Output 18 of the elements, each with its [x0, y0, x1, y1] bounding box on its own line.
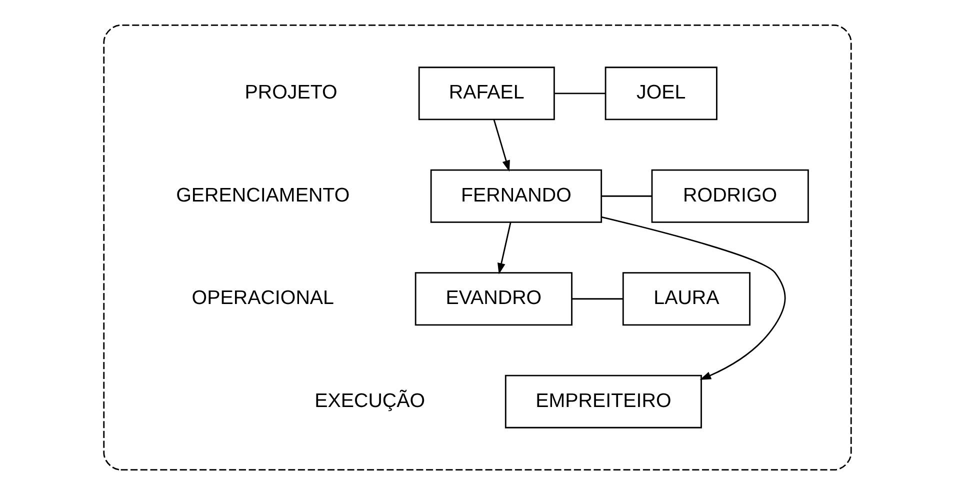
node-box: FERNANDO [430, 169, 602, 223]
arrow [601, 216, 786, 380]
node-box: LAURA [622, 272, 750, 326]
node-box: RAFAEL [418, 66, 555, 120]
arrow [498, 222, 512, 274]
connector [554, 92, 606, 94]
label: PROJETO [244, 82, 338, 104]
node-box: RODRIGO [651, 169, 809, 223]
connector [601, 195, 652, 197]
node-box: EVANDRO [414, 272, 572, 326]
connector [572, 298, 623, 300]
label: GERENCIAMENTO [176, 184, 350, 206]
node-box: JOEL [604, 66, 718, 120]
node-box: EMPREITEIRO [504, 374, 702, 428]
label: EXECUÇÃO [314, 390, 426, 412]
cluster [103, 24, 852, 471]
label: OPERACIONAL [192, 287, 334, 310]
arrow [493, 119, 510, 172]
